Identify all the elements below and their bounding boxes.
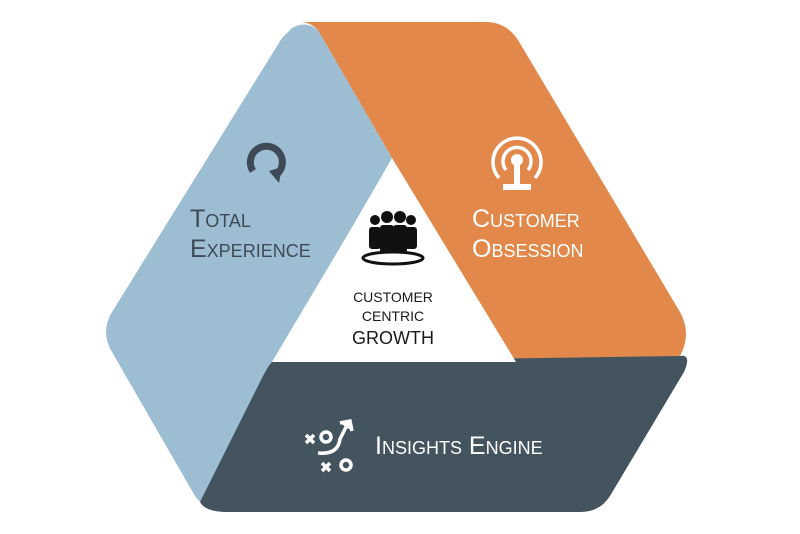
center-label-line3: GROWTH: [352, 328, 434, 348]
customer-obsession-segment: [300, 22, 686, 362]
customer-obsession-label: Customer Obsession: [472, 204, 583, 264]
customer-obsession-label-line2: Obsession: [472, 235, 584, 263]
broadcast-icon: [491, 136, 543, 190]
total-experience-label-line2: Experience: [190, 235, 311, 263]
total-experience-label: Total Experience: [190, 204, 311, 264]
center-triangle: [272, 160, 516, 362]
refresh-icon: [246, 142, 286, 183]
insights-engine-segment: [200, 355, 688, 512]
total-experience-label-line1: Total: [190, 205, 251, 233]
center-label-line1: CUSTOMER: [353, 289, 433, 305]
customer-obsession-label-line1: Customer: [472, 205, 580, 233]
people-group-icon: [361, 211, 425, 266]
center-label-line2: CENTRIC: [361, 308, 425, 324]
center-label: CUSTOMER CENTRIC GROWTH: [333, 288, 453, 350]
insights-engine-label: Insights Engine: [375, 432, 543, 460]
strategy-play-icon: [304, 418, 354, 473]
